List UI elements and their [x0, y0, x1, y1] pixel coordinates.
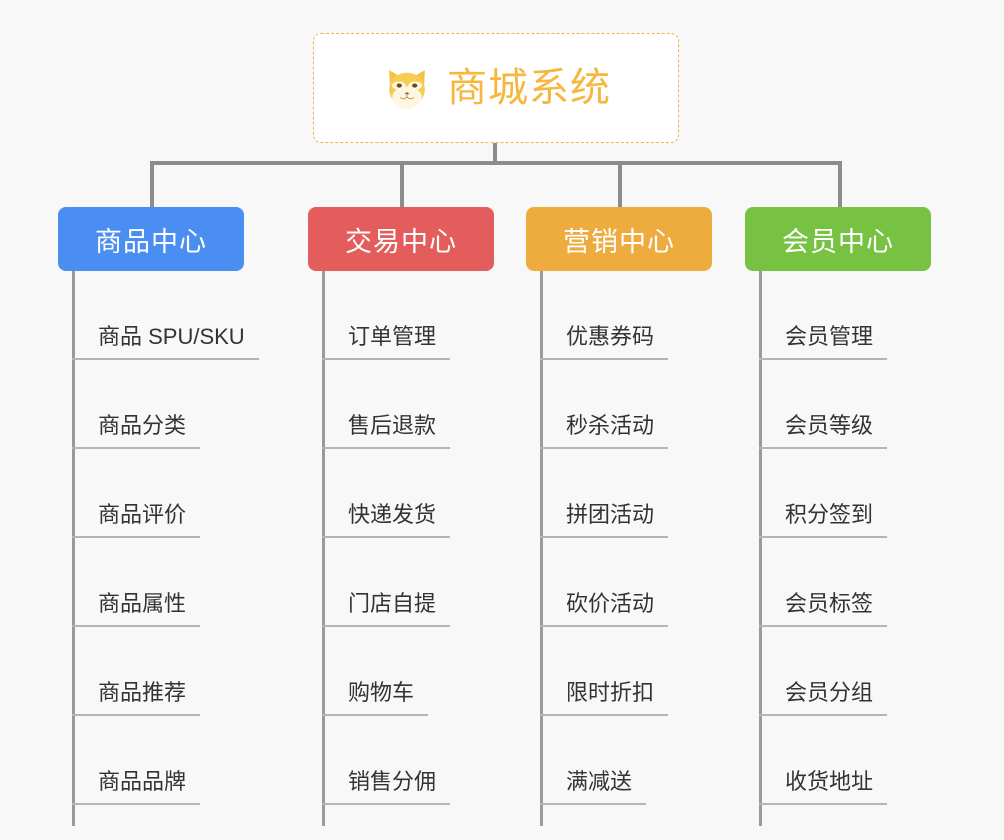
leaf-label: 商品品牌	[72, 765, 201, 805]
leaf-label: 商品分类	[72, 409, 201, 449]
branch-营销中心: 营销中心 优惠券码 秒杀活动 拼团活动 砍价活动 限时折扣 满减送	[526, 207, 712, 826]
leaf-label: 快递发货	[322, 498, 451, 538]
leaf-label: 商品 SPU/SKU	[72, 320, 259, 360]
leaf-label: 订单管理	[322, 320, 451, 360]
leaf-label: 会员管理	[759, 320, 888, 360]
leaf-list-3: 会员管理 会员等级 积分签到 会员标签 会员分组 收货地址	[745, 271, 931, 805]
shiba-dog-face-icon	[389, 70, 425, 110]
list-item[interactable]: 收货地址	[745, 716, 931, 805]
branch-会员中心: 会员中心 会员管理 会员等级 积分签到 会员标签 会员分组 收货地址	[745, 207, 931, 826]
branch-spine-0	[72, 271, 75, 826]
leaf-label: 销售分佣	[322, 765, 451, 805]
list-item[interactable]: 商品品牌	[58, 716, 244, 805]
connector-root-stem	[493, 143, 497, 165]
list-item[interactable]: 满减送	[526, 716, 712, 805]
branch-label-1: 交易中心	[345, 226, 457, 257]
leaf-label: 限时折扣	[540, 676, 669, 716]
leaf-label: 会员等级	[759, 409, 888, 449]
connector-drop-branch-1	[400, 161, 404, 207]
branch-header-1[interactable]: 交易中心	[308, 207, 494, 271]
leaf-label: 拼团活动	[540, 498, 669, 538]
leaf-label: 秒杀活动	[540, 409, 669, 449]
branch-spine-3	[759, 271, 762, 826]
leaf-label: 满减送	[540, 765, 647, 805]
leaf-list-2: 优惠券码 秒杀活动 拼团活动 砍价活动 限时折扣 满减送	[526, 271, 712, 805]
list-item[interactable]: 商品评价	[58, 449, 244, 538]
branch-交易中心: 交易中心 订单管理 售后退款 快递发货 门店自提 购物车 销售分佣	[308, 207, 494, 826]
branch-spine-1	[322, 271, 325, 826]
list-item[interactable]: 购物车	[308, 627, 494, 716]
list-item[interactable]: 会员标签	[745, 538, 931, 627]
list-item[interactable]: 销售分佣	[308, 716, 494, 805]
list-item[interactable]: 会员等级	[745, 360, 931, 449]
list-item[interactable]: 门店自提	[308, 538, 494, 627]
leaf-label: 门店自提	[322, 587, 451, 627]
leaf-label: 商品属性	[72, 587, 201, 627]
leaf-label: 砍价活动	[540, 587, 669, 627]
list-item[interactable]: 快递发货	[308, 449, 494, 538]
list-item[interactable]: 商品属性	[58, 538, 244, 627]
root-title: 商城系统	[447, 66, 611, 110]
list-item[interactable]: 秒杀活动	[526, 360, 712, 449]
leaf-label: 会员标签	[759, 587, 888, 627]
leaf-label: 商品评价	[72, 498, 201, 538]
list-item[interactable]: 会员分组	[745, 627, 931, 716]
leaf-label: 优惠券码	[540, 320, 669, 360]
leaf-label: 购物车	[322, 676, 429, 716]
list-item[interactable]: 商品分类	[58, 360, 244, 449]
leaf-list-1: 订单管理 售后退款 快递发货 门店自提 购物车 销售分佣	[308, 271, 494, 805]
list-item[interactable]: 砍价活动	[526, 538, 712, 627]
list-item[interactable]: 商品 SPU/SKU	[58, 271, 259, 360]
list-item[interactable]: 商品推荐	[58, 627, 244, 716]
leaf-label: 会员分组	[759, 676, 888, 716]
list-item[interactable]: 售后退款	[308, 360, 494, 449]
branch-商品中心: 商品中心 商品 SPU/SKU 商品分类 商品评价 商品属性 商品推荐 商品品牌	[58, 207, 259, 826]
branch-header-2[interactable]: 营销中心	[526, 207, 712, 271]
list-item[interactable]: 会员管理	[745, 271, 931, 360]
branch-label-3: 会员中心	[782, 226, 894, 257]
list-item[interactable]: 拼团活动	[526, 449, 712, 538]
branch-header-0[interactable]: 商品中心	[58, 207, 244, 271]
connector-drop-branch-0	[150, 161, 154, 207]
list-item[interactable]: 积分签到	[745, 449, 931, 538]
leaf-label: 售后退款	[322, 409, 451, 449]
branch-header-3[interactable]: 会员中心	[745, 207, 931, 271]
branch-spine-2	[540, 271, 543, 826]
leaf-list-0: 商品 SPU/SKU 商品分类 商品评价 商品属性 商品推荐 商品品牌	[58, 271, 259, 805]
leaf-label: 商品推荐	[72, 676, 201, 716]
connector-drop-branch-2	[618, 161, 622, 207]
list-item[interactable]: 订单管理	[308, 271, 494, 360]
root-node[interactable]: 商城系统	[313, 33, 679, 143]
branch-label-2: 营销中心	[563, 226, 675, 257]
connector-drop-branch-3	[838, 161, 842, 207]
leaf-label: 收货地址	[759, 765, 888, 805]
branch-label-0: 商品中心	[95, 226, 207, 257]
list-item[interactable]: 限时折扣	[526, 627, 712, 716]
list-item[interactable]: 优惠券码	[526, 271, 712, 360]
leaf-label: 积分签到	[759, 498, 888, 538]
connector-horizontal-bus	[150, 161, 842, 165]
